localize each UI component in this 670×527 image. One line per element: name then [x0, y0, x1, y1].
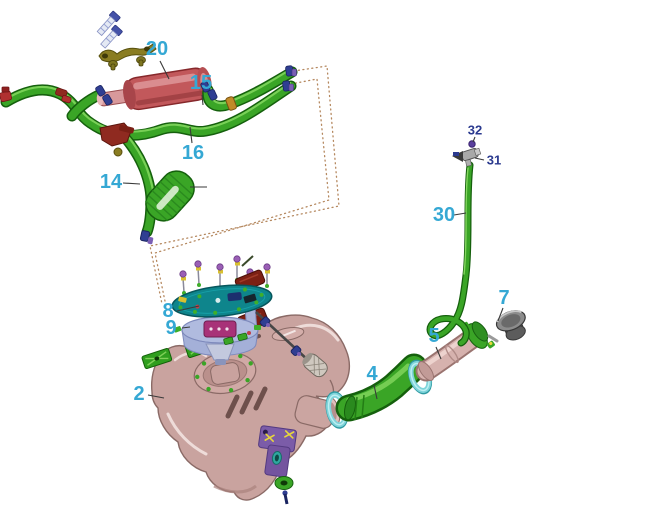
breather-valve-31 [452, 147, 482, 167]
filter-strap-bracket [98, 43, 157, 63]
hose-clips-navy [95, 65, 294, 106]
sleeve-end-clip [139, 230, 154, 245]
callout-32: 32 [467, 122, 483, 138]
tank-fitting-clips [223, 331, 251, 345]
callout-5: 5 [428, 325, 440, 347]
callout-15: 15 [189, 72, 213, 94]
fuel-level-rod [255, 311, 311, 363]
cap-hinge-pin [487, 334, 499, 343]
breather-clip-32 [468, 140, 476, 148]
callout-9: 9 [165, 317, 177, 339]
filler-tube-4 [335, 353, 428, 422]
fuel-pump-assembly [171, 255, 328, 378]
callout-4: 4 [366, 363, 378, 385]
filler-flange [193, 351, 257, 395]
callout-7: 7 [498, 287, 510, 309]
hose-clip-ochre [225, 96, 237, 111]
pump-screws [179, 255, 271, 295]
mounting-bolts [96, 10, 123, 49]
filler-system [325, 140, 526, 429]
callout-30: 30 [432, 204, 456, 226]
rubber-grommets-olive [108, 56, 146, 71]
breather-sleeve-35 [145, 170, 195, 222]
fuel-filter-20 [96, 67, 212, 111]
strainer-sock [302, 352, 328, 378]
breather-hose-30 [426, 161, 474, 347]
tank-top-disc [271, 326, 305, 342]
callout-8: 8 [162, 300, 174, 322]
neck-flange [461, 321, 495, 349]
branch-hose-14 [112, 124, 157, 238]
pump-plate-8 [171, 284, 273, 318]
fuel-tank-2 [151, 314, 351, 501]
filter-inlet-hose [66, 89, 105, 122]
hose-clamp-red-left [0, 86, 72, 104]
callout-2: 2 [133, 383, 145, 405]
bracket-bolt [282, 490, 289, 505]
leader-lines [122, 60, 504, 400]
fuel-cap-7 [495, 310, 526, 341]
tank-bracket-assembly [258, 425, 298, 505]
fuel-hose-assembly [0, 10, 298, 245]
dashed-reference-lines [149, 65, 340, 307]
drain-grommet [274, 476, 294, 490]
callout-16: 16 [181, 142, 205, 164]
hose-end-clips-purple [288, 68, 297, 92]
callout-14: 14 [99, 171, 123, 193]
hose-bracket-maroon [99, 122, 135, 157]
callout-31: 31 [486, 152, 502, 168]
callout-20: 20 [145, 38, 169, 60]
